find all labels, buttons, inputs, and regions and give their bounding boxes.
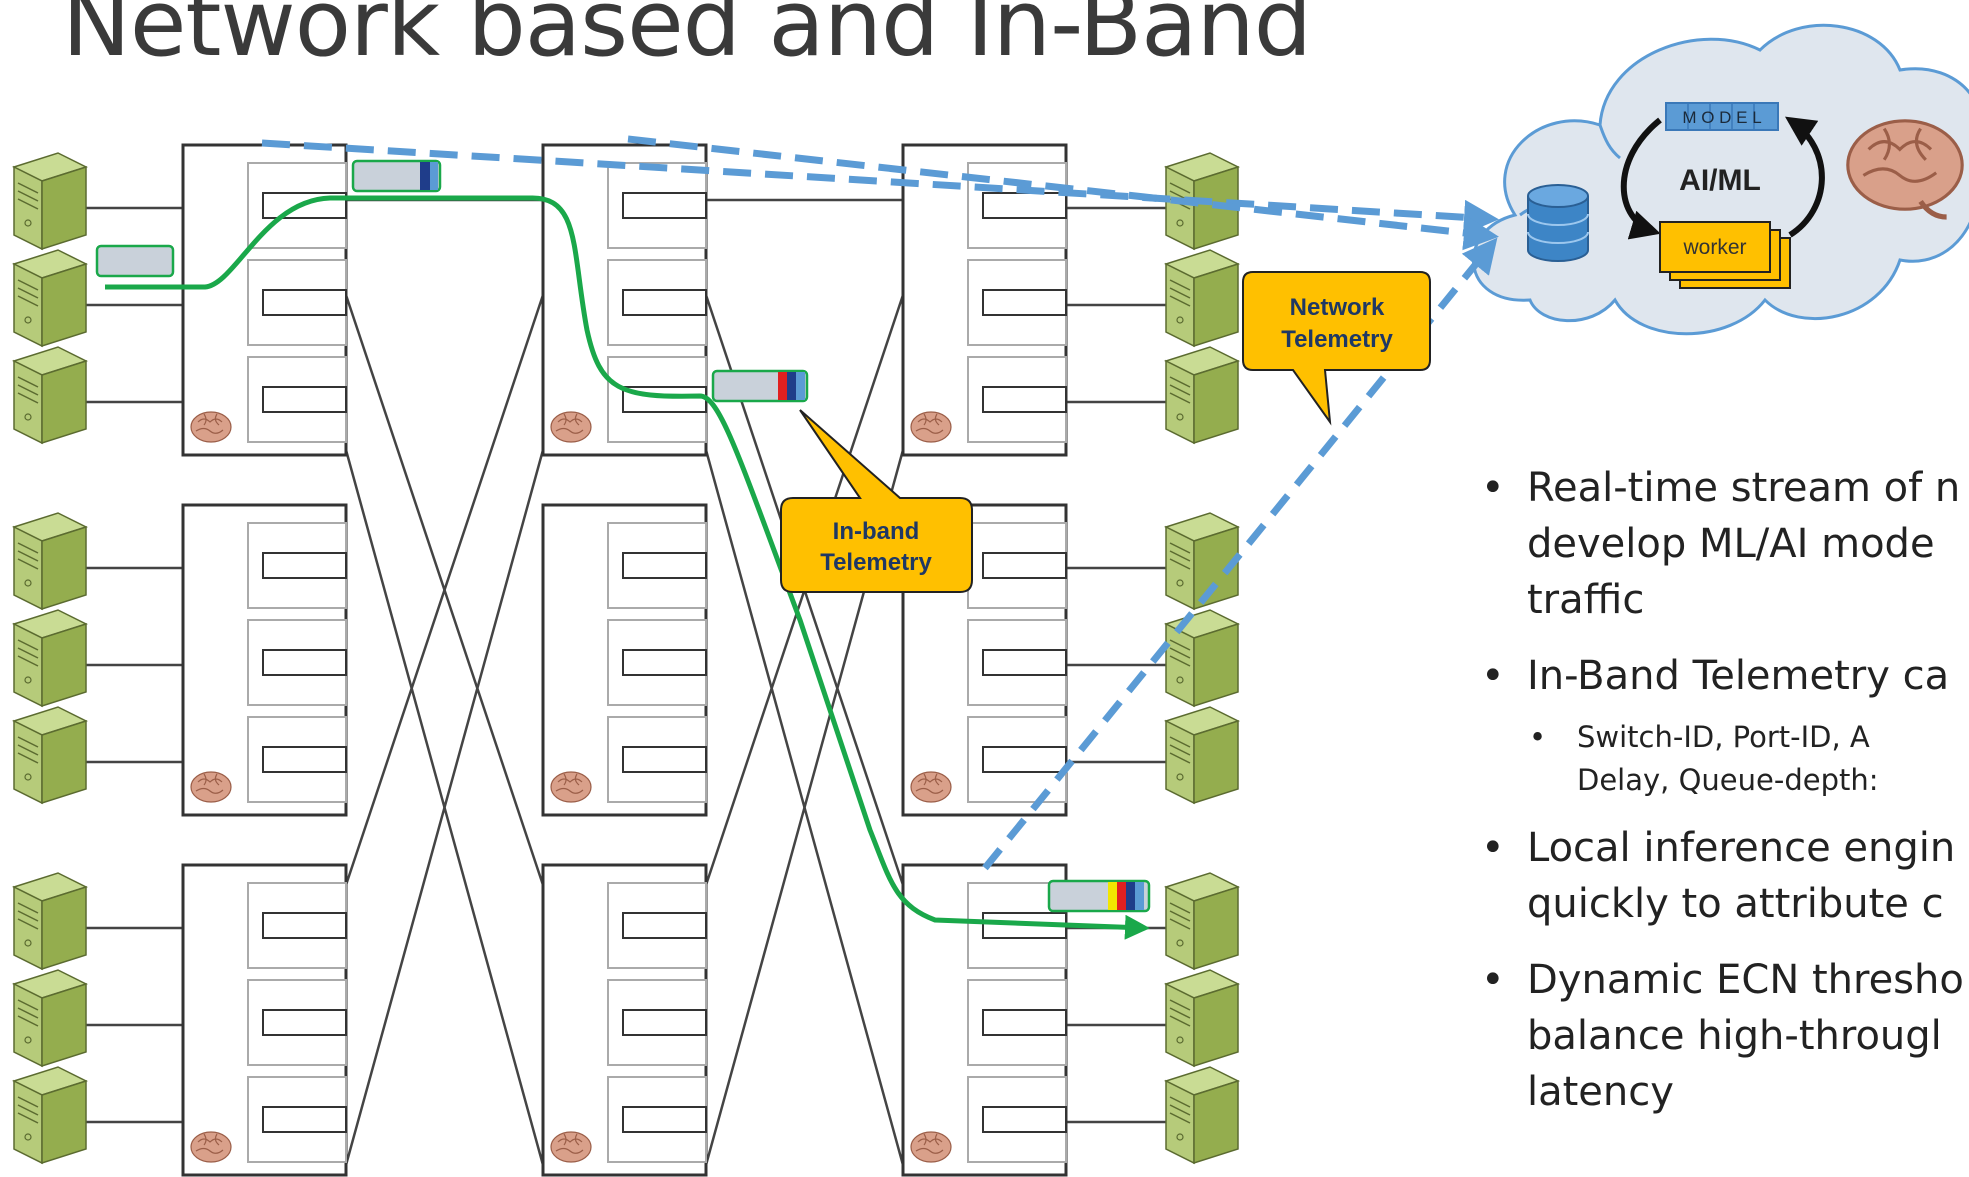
- switch-icon: [181, 863, 348, 1177]
- bullet-line: traffic: [1527, 577, 1645, 623]
- packet-icon-1-tag: [351, 159, 442, 193]
- brain-icon: [190, 1131, 232, 1163]
- server-icon: [12, 969, 88, 1068]
- server-icon: [1164, 512, 1240, 611]
- bullet-item: In-Band Telemetry ca: [1475, 648, 1969, 704]
- inband-telemetry-line-2: Telemetry: [820, 549, 932, 576]
- server-icon: [12, 152, 88, 251]
- aiml-label: AI/ML: [1679, 164, 1761, 197]
- bullet-line: In-Band Telemetry ca: [1527, 653, 1950, 699]
- database-icon: [1527, 184, 1589, 262]
- cycle-arrow-right: [1785, 116, 1825, 238]
- telemetry-arrow-diagonal: [982, 237, 1498, 871]
- server-icon: [12, 706, 88, 805]
- model-bar: M O D E L: [1665, 102, 1779, 131]
- server-icon: [1164, 872, 1240, 971]
- sub-bullet-item: Switch-ID, Port-ID, A Delay, Queue-depth…: [1525, 716, 1969, 802]
- server-icon: [12, 249, 88, 348]
- server-icon: [1164, 1066, 1240, 1165]
- brain-icon: [550, 411, 592, 443]
- server-icon: [12, 1066, 88, 1165]
- telemetry-arrow-top-1: [261, 139, 1499, 235]
- bullet-line: Local inference engin: [1527, 825, 1956, 871]
- bullet-item: Real-time stream of n develop ML/AI mode…: [1475, 460, 1969, 628]
- switch-icon: [901, 503, 1068, 817]
- switch-grid: [181, 143, 1068, 1177]
- server-icon: [12, 346, 88, 445]
- slide-title: Network based and In-Band: [62, 0, 1312, 77]
- switch-icon: [181, 503, 348, 817]
- bullet-line: quickly to attribute c: [1527, 881, 1944, 927]
- bullet-item: Local inference engin quickly to attribu…: [1475, 820, 1969, 932]
- brain-icon: [1846, 119, 1964, 220]
- brain-icon: [190, 771, 232, 803]
- fabric-link: [344, 449, 545, 1166]
- inband-telemetry-callout: In-band Telemetry: [780, 409, 973, 593]
- switch-icon: [541, 143, 708, 457]
- bullet-line: balance high-througl: [1527, 1013, 1942, 1059]
- packet-icon-3-tags: [1047, 879, 1151, 913]
- packet-icon-2-tags: [711, 369, 809, 403]
- server-icon: [12, 872, 88, 971]
- server-icon: [1164, 706, 1240, 805]
- brain-icon: [910, 411, 952, 443]
- server-icon: [12, 609, 88, 708]
- bullet-list: Real-time stream of n develop ML/AI mode…: [1475, 460, 1969, 1140]
- brain-icon: [550, 771, 592, 803]
- inband-telemetry-line-1: In-band: [833, 518, 920, 545]
- switch-icon: [901, 863, 1068, 1177]
- network-telemetry-line-2: Telemetry: [1281, 326, 1393, 353]
- bullet-line: develop ML/AI mode: [1527, 521, 1935, 567]
- network-telemetry-line-1: Network: [1290, 294, 1385, 321]
- switch-icon: [901, 143, 1068, 457]
- model-label: M O D E L: [1682, 108, 1761, 127]
- brain-icon: [550, 1131, 592, 1163]
- fabric-link: [344, 294, 545, 886]
- brain-icon: [910, 1131, 952, 1163]
- packet-icon: [95, 244, 175, 278]
- bullet-line: Dynamic ECN thresho: [1527, 957, 1964, 1003]
- server-racks: [12, 152, 1240, 1165]
- worker-label: worker: [1682, 236, 1746, 259]
- cycle-arrow-left: [1620, 117, 1662, 240]
- switch-icon: [541, 863, 708, 1177]
- server-icon: [12, 512, 88, 611]
- switch-icon: [541, 503, 708, 817]
- server-icon: [1164, 249, 1240, 348]
- bullet-line: Real-time stream of n: [1527, 465, 1961, 511]
- worker-stack: worker: [1659, 221, 1791, 289]
- brain-icon: [190, 411, 232, 443]
- telemetry-arrow-top-2: [627, 135, 1499, 251]
- bullet-line: Switch-ID, Port-ID, A: [1577, 720, 1870, 754]
- server-icon: [1164, 609, 1240, 708]
- cloud-icon: [1471, 23, 1969, 336]
- bullet-line: latency: [1527, 1069, 1674, 1115]
- network-telemetry-callout: Network Telemetry: [1242, 271, 1431, 426]
- bullet-line: Delay, Queue-depth:: [1577, 763, 1879, 797]
- bullet-item: Dynamic ECN thresho balance high-througl…: [1475, 952, 1969, 1120]
- server-icon: [1164, 346, 1240, 445]
- flow-path: [105, 195, 1150, 940]
- brain-icon: [910, 771, 952, 803]
- switch-icon: [181, 143, 348, 457]
- server-icon: [1164, 969, 1240, 1068]
